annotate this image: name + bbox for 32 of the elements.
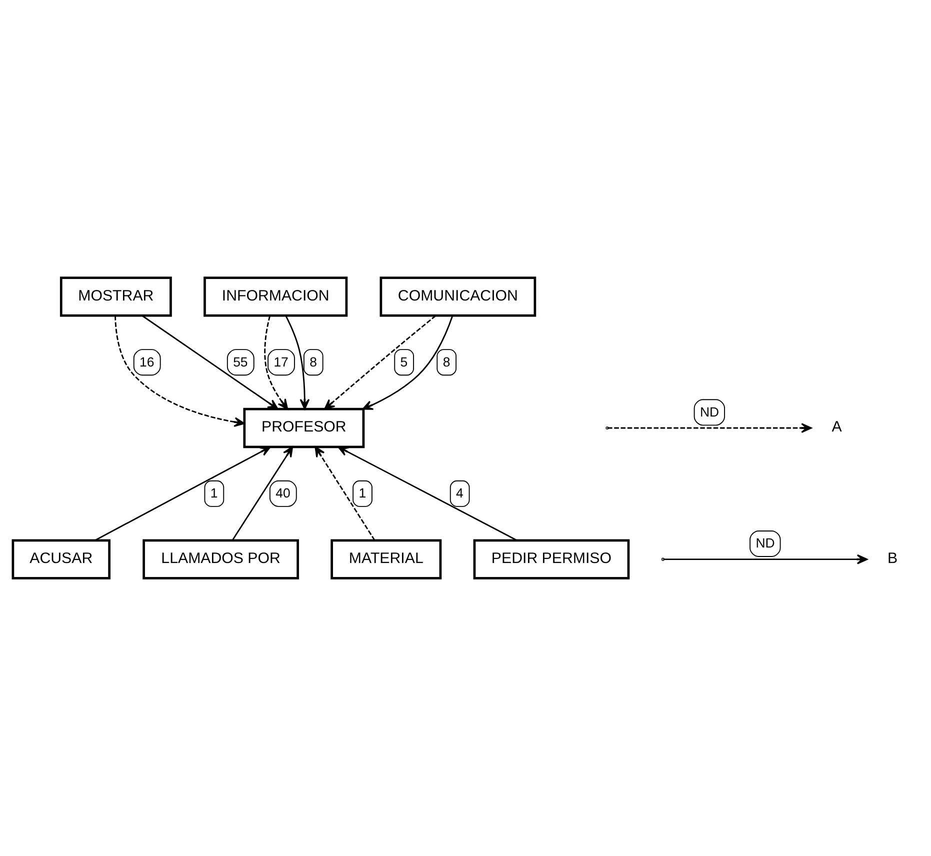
node-box: PROFESOR [243, 408, 365, 448]
edge-label: 1 [210, 486, 218, 501]
edge-label: 8 [310, 354, 317, 370]
node-box: COMUNICACION [380, 276, 536, 317]
arrow [142, 315, 278, 410]
node-box: MATERIAL [330, 539, 442, 580]
edge-label: 1 [358, 486, 366, 501]
arrow [114, 316, 245, 427]
node-box: INFORMACION [204, 276, 348, 317]
edge-label: 40 [276, 486, 290, 501]
arrow [285, 315, 310, 410]
edge-label: 55 [233, 354, 248, 370]
legend-label: B [888, 550, 898, 567]
arrow [362, 316, 454, 410]
node-box: ACUSAR [12, 539, 110, 580]
label: ND [756, 536, 775, 551]
edge-label: 5 [400, 354, 408, 370]
edge-label: 4 [456, 486, 464, 501]
arrow [94, 446, 271, 541]
node-box: LLAMADOS POR [142, 539, 299, 580]
arrow [314, 446, 376, 540]
node-box: PEDIR PERMISO [473, 539, 630, 580]
edge-label: 16 [140, 354, 154, 370]
label: ND [700, 404, 720, 420]
node-box: MOSTRAR [60, 276, 172, 317]
arrow [264, 316, 288, 410]
arrow [338, 446, 518, 541]
legend-label: A [832, 418, 842, 436]
arrow [324, 315, 436, 410]
edge-label: 8 [442, 354, 450, 370]
arrow [232, 446, 294, 540]
edge-label: 17 [274, 354, 288, 370]
